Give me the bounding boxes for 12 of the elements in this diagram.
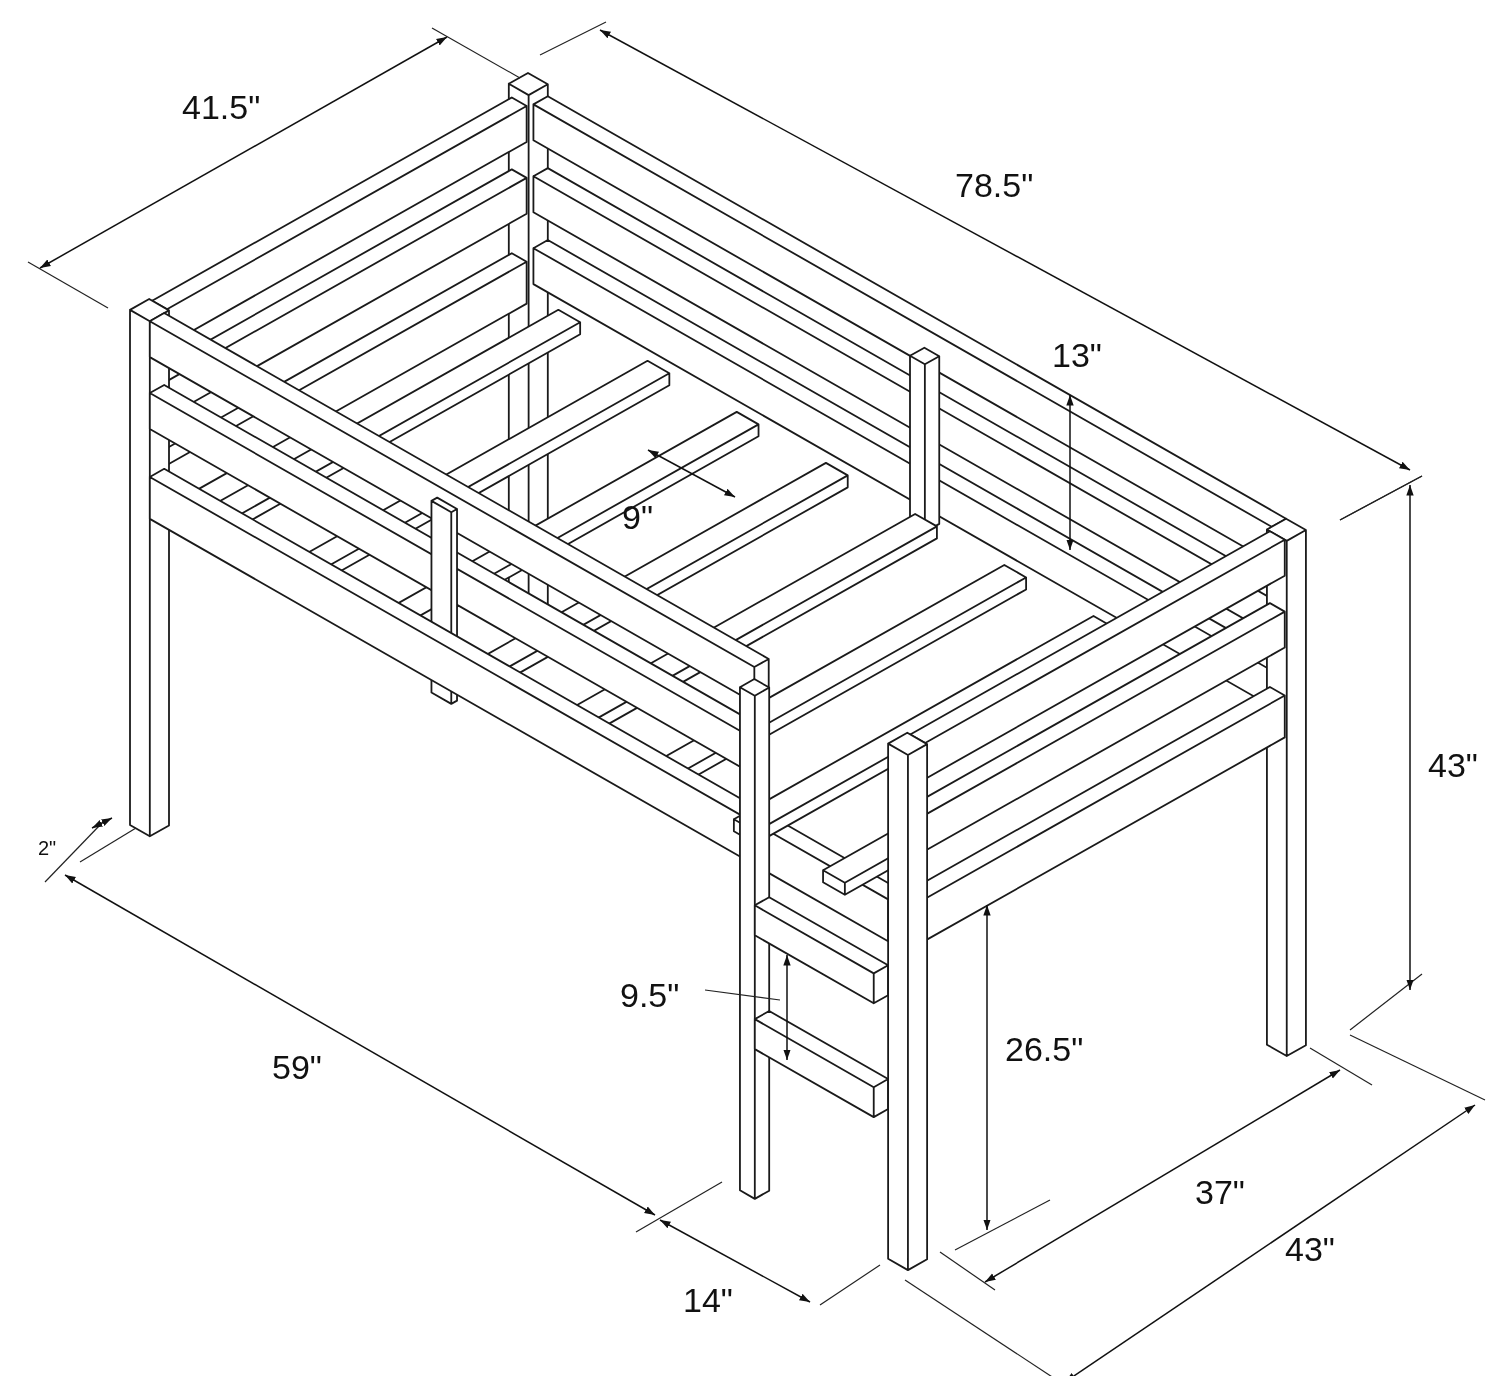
dimension-label: 59" bbox=[272, 1050, 322, 1084]
dimension-label: 14" bbox=[683, 1283, 733, 1317]
dimension-label: 43" bbox=[1285, 1232, 1335, 1266]
dimension-label: 43" bbox=[1428, 748, 1478, 782]
dimension-label: 37" bbox=[1195, 1175, 1245, 1209]
dimension-label: 9.5" bbox=[620, 978, 680, 1012]
dimension-label: 26.5" bbox=[1005, 1032, 1084, 1066]
dimension-label: 41.5" bbox=[182, 90, 261, 124]
dimension-label: 9" bbox=[622, 500, 653, 534]
dimension-label: 13" bbox=[1052, 338, 1102, 372]
dimension-label: 2" bbox=[38, 838, 57, 858]
dimension-label: 78.5" bbox=[955, 168, 1034, 202]
